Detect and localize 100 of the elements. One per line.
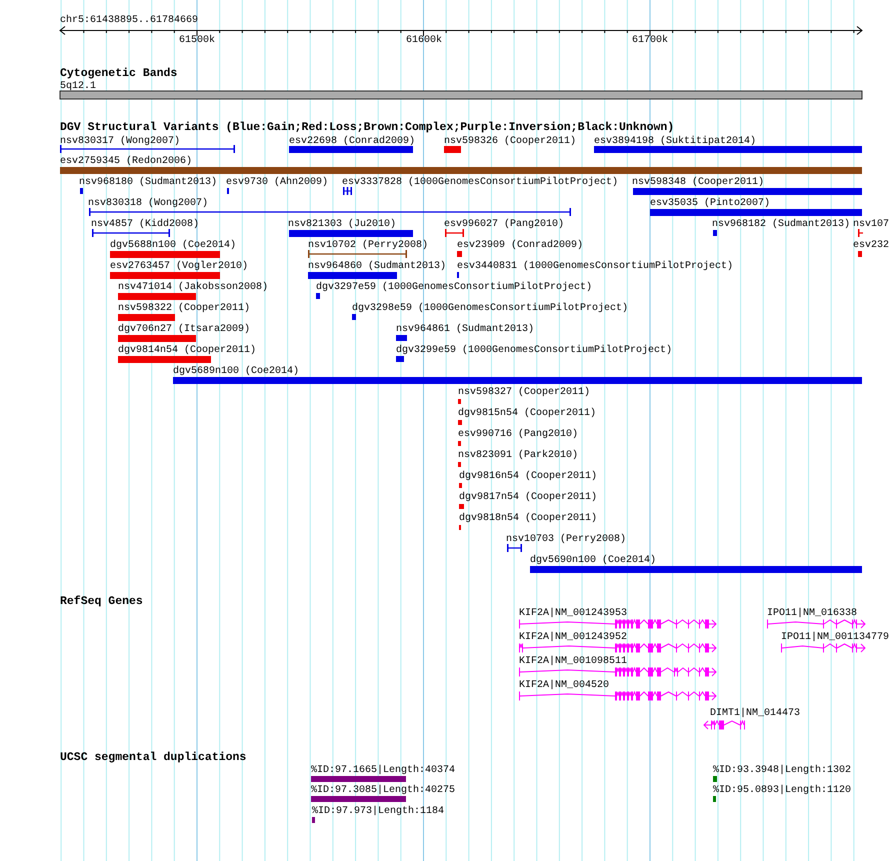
duplication-bar xyxy=(713,796,716,802)
variant-bar xyxy=(458,462,461,466)
variant-bar xyxy=(110,250,220,258)
variant-label: nsv823091 (Park2010) xyxy=(458,450,578,460)
gene-label: DIMT1|NM_014473 xyxy=(710,708,800,718)
duplication-label: %ID:97.973|Length:1184 xyxy=(312,806,444,816)
variant-label: dgv9814n54 (Cooper2011) xyxy=(118,344,256,356)
variant-label: esv2763457 (Vogler2010) xyxy=(110,260,248,272)
coordinate-label: chr5:61438895..61784669 xyxy=(60,14,198,26)
variant-bar xyxy=(110,272,220,278)
variant-bar xyxy=(173,376,862,384)
variant-label: nsv598327 (Cooper2011) xyxy=(458,386,590,398)
variant-bar xyxy=(316,293,320,299)
variant-bar xyxy=(633,188,862,194)
variant-bar xyxy=(289,146,413,152)
variant-label: dgv3298e59 (1000GenomesConsortiumPilotProject) xyxy=(352,302,628,314)
variant-label: nsv968182 (Sudmant2013) xyxy=(712,218,850,230)
band-label: 5q12.1 xyxy=(60,80,96,92)
gene-label: IPO11|NM_001134779 xyxy=(781,632,890,642)
duplication-label: %ID:93.3948|Length:1302 xyxy=(713,764,852,776)
duplication-label: %ID:97.3085|Length:40275 xyxy=(311,784,456,796)
variant-label: dgv9816n54 (Cooper2011) xyxy=(459,470,598,482)
variant-bar xyxy=(650,208,862,216)
variant-label: esv3337828 (1000GenomesConsortiumPilotProject) xyxy=(342,176,618,188)
variant-label: nsv964860 (Sudmant2013) xyxy=(308,260,446,272)
variant-label: dgv9818n54 (Cooper2011) xyxy=(459,512,598,524)
variant-label: esv990716 (Pang2010) xyxy=(458,428,578,440)
variant-label: nsv598326 (Cooper2011) xyxy=(444,136,576,146)
variant-bar xyxy=(118,314,175,320)
gene-model-drawing xyxy=(518,619,718,629)
variant-label: dgv706n27 (Itsara2009) xyxy=(118,324,250,334)
duplication-bar xyxy=(713,776,717,782)
gene-label: KIF2A|NM_001243952 xyxy=(519,632,628,642)
variant-bar xyxy=(858,251,862,257)
track-title: Cytogenetic Bands xyxy=(60,66,178,80)
variant-label: nsv821303 (Ju2010) xyxy=(288,218,396,230)
gene-model-drawing xyxy=(703,720,748,730)
variant-bar xyxy=(352,314,356,320)
variant-bar xyxy=(457,251,462,257)
variant-label: esv23909 (Conrad2009) xyxy=(457,240,584,250)
tick-label: 61500k xyxy=(179,34,216,46)
variant-range-line xyxy=(308,250,407,258)
variant-label: esv35035 (Pinto2007) xyxy=(650,198,770,208)
gene-model-drawing xyxy=(518,643,718,653)
variant-label: dgv9817n54 (Cooper2011) xyxy=(459,492,598,502)
variant-label: esv3440831 (1000GenomesConsortiumPilotProject) xyxy=(457,260,734,272)
variant-label: esv22698 (Conrad2009) xyxy=(289,136,416,146)
variant-bar xyxy=(444,146,461,152)
duplication-label: %ID:95.0893|Length:1120 xyxy=(713,784,852,796)
gene-model-drawing xyxy=(766,619,867,629)
variant-bar xyxy=(458,420,462,424)
variant-bar xyxy=(60,166,862,174)
variant-bar xyxy=(308,272,397,278)
variant-range-line xyxy=(89,208,571,216)
variant-label: esv2759345 (Redon2006) xyxy=(60,156,192,166)
gene-model-drawing xyxy=(518,667,718,677)
variant-bar xyxy=(594,146,862,152)
duplication-bar xyxy=(311,776,406,782)
variant-label: esv996027 (Pang2010) xyxy=(444,218,564,230)
variant-segments xyxy=(343,187,352,195)
variant-label: nsv107 xyxy=(853,218,890,230)
variant-range-line xyxy=(507,544,522,552)
variant-label: dgv5688n100 (Coe2014) xyxy=(110,240,236,250)
variant-label: dgv5689n100 (Coe2014) xyxy=(173,366,300,376)
variant-label: nsv598322 (Cooper2011) xyxy=(118,302,250,314)
variant-bar xyxy=(713,230,717,236)
variant-label: nsv4857 (Kidd2008) xyxy=(91,218,200,230)
duplication-bar xyxy=(312,817,315,823)
variant-range-line xyxy=(445,229,464,237)
variant-label: esv3894198 (Suktitipat2014) xyxy=(594,136,756,146)
variant-bar xyxy=(118,356,211,362)
variant-bar xyxy=(458,398,461,404)
duplication-bar xyxy=(311,796,406,802)
variant-bar xyxy=(289,230,413,236)
variant-label: nsv10703 (Perry2008) xyxy=(506,534,626,544)
variant-label: nsv598348 (Cooper2011) xyxy=(632,176,764,188)
duplication-label: %ID:97.1665|Length:40374 xyxy=(311,764,456,776)
variant-label: nsv830318 (Wong2007) xyxy=(88,198,208,208)
variant-range-line xyxy=(92,229,170,237)
variant-bar xyxy=(459,504,464,508)
gene-label: KIF2A|NM_001098511 xyxy=(519,656,628,666)
variant-label: nsv10702 (Perry2008) xyxy=(308,240,428,250)
gene-label: KIF2A|NM_001243953 xyxy=(519,608,628,618)
variant-range-line xyxy=(60,145,235,153)
tick-label: 61600k xyxy=(406,34,442,46)
gene-label: KIF2A|NM_004520 xyxy=(519,680,610,690)
variant-bar xyxy=(118,334,196,342)
variant-label: dgv3297e59 (1000GenomesConsortiumPilotProject) xyxy=(316,282,592,292)
variant-label: esv9730 (Ahn2009) xyxy=(226,176,328,188)
variant-bar xyxy=(396,356,404,362)
gene-model-drawing xyxy=(780,643,867,653)
track-title: UCSC segmental duplications xyxy=(60,750,246,764)
variant-bar xyxy=(80,188,83,194)
variant-label: nsv968180 (Sudmant2013) xyxy=(79,176,218,188)
cytoband-bar xyxy=(60,91,862,99)
variant-bar xyxy=(530,566,862,572)
variant-bar xyxy=(458,440,461,446)
variant-range-line xyxy=(858,229,863,237)
variant-label: nsv471014 (Jakobsson2008) xyxy=(118,282,268,292)
variant-label: nsv830317 (Wong2007) xyxy=(60,136,180,146)
